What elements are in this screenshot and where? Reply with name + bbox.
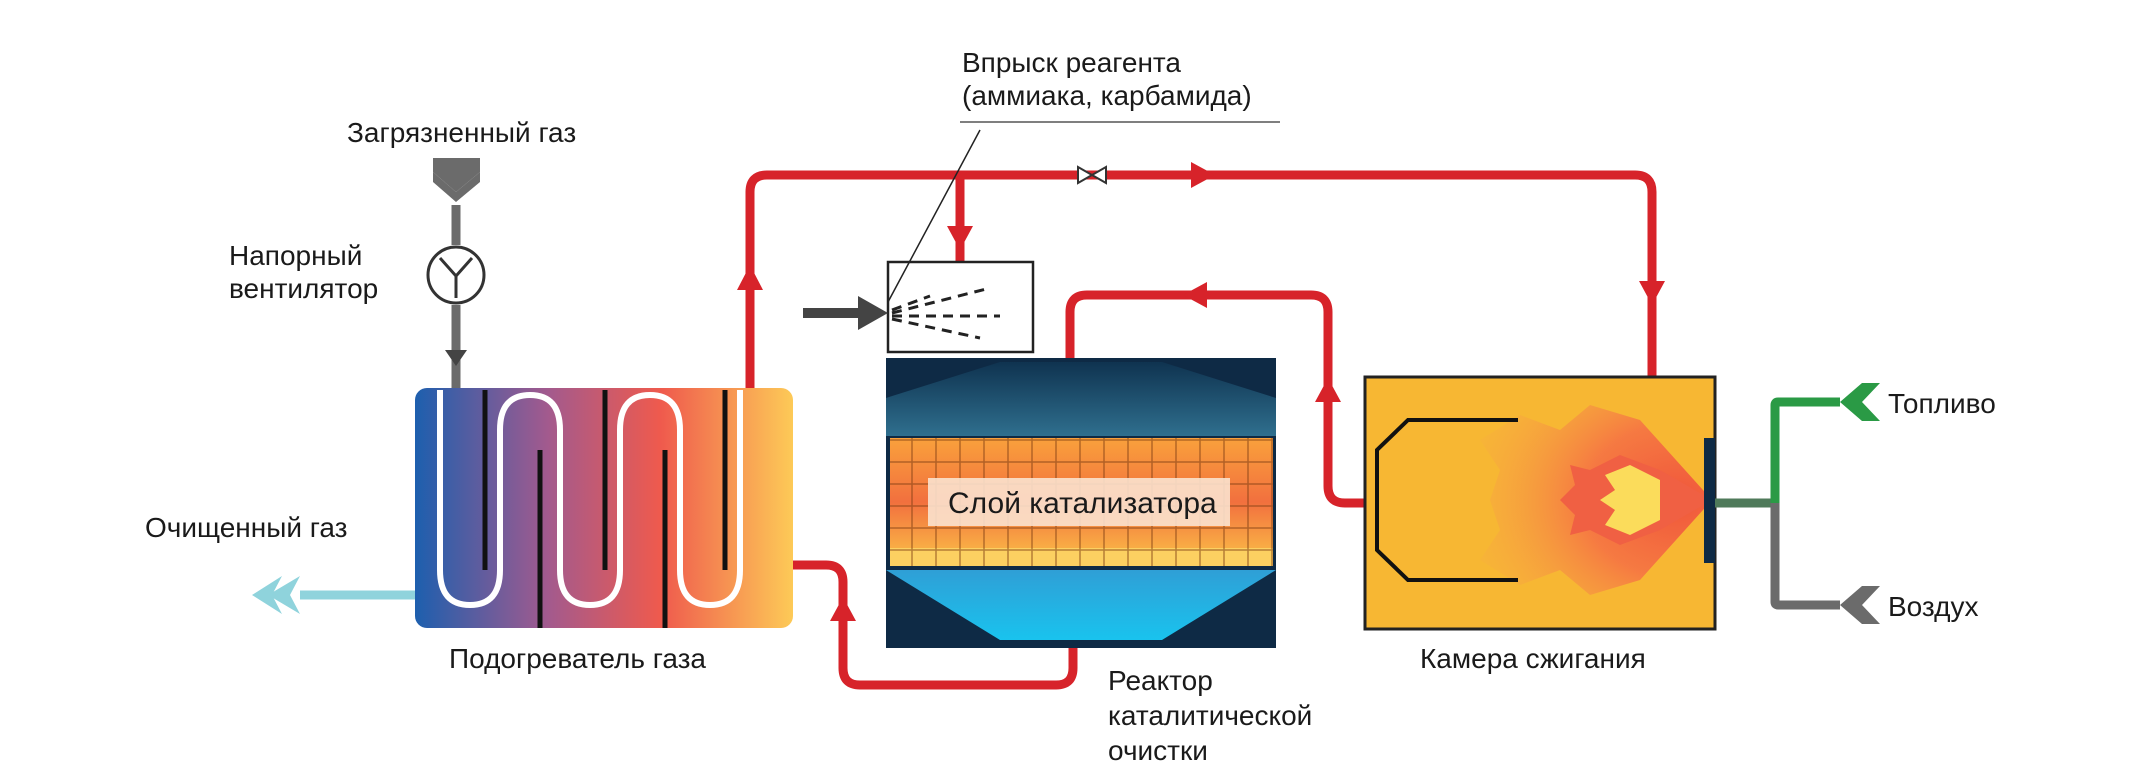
fuel-air-supply bbox=[1715, 383, 1880, 624]
catalyst-layer-label: Слой катализатора bbox=[948, 487, 1217, 520]
arrow-up-chamber-left bbox=[1315, 378, 1341, 402]
air-chevron-icon bbox=[1840, 586, 1880, 624]
polluted-gas-label: Загрязненный газ bbox=[347, 117, 576, 148]
fuel-label: Топливо bbox=[1888, 388, 1996, 419]
pipe-heater-to-reactor bbox=[788, 560, 1078, 690]
arrow-up-heater-reactor bbox=[830, 597, 856, 621]
reagent-injector bbox=[803, 121, 1280, 354]
combustion-chamber bbox=[1363, 375, 1717, 631]
heater-label: Подогреватель газа bbox=[449, 643, 706, 674]
arrow-right-top bbox=[1191, 162, 1215, 188]
clean-gas-outlet bbox=[252, 576, 415, 614]
clean-gas-label: Очищенный газ bbox=[145, 512, 347, 543]
chevron-down-icon bbox=[433, 158, 480, 192]
pipe-chamber-to-reactor bbox=[1065, 290, 1370, 508]
flow-arrows bbox=[737, 162, 1665, 621]
reagent-label-line2: (аммиака, карбамида) bbox=[962, 80, 1252, 111]
labels: Загрязненный газ Напорный вентилятор Очи… bbox=[145, 47, 1996, 766]
fuel-chevron-icon bbox=[1840, 383, 1880, 421]
pipe-heater-to-chamber bbox=[745, 170, 1657, 393]
fan-label-line1: Напорный bbox=[229, 240, 362, 271]
reactor-label-line3: очистки bbox=[1108, 735, 1208, 766]
air-label: Воздух bbox=[1888, 591, 1979, 622]
arrow-left-middle bbox=[1183, 282, 1207, 308]
arrow-up-heater bbox=[737, 265, 763, 290]
heater-coil bbox=[437, 390, 743, 609]
combustion-label: Камера сжигания bbox=[1420, 643, 1646, 674]
reagent-label-line1: Впрыск реагента bbox=[962, 47, 1181, 78]
fan-label-line2: вентилятор bbox=[229, 273, 378, 304]
reactor-label-line1: Реактор bbox=[1108, 665, 1213, 696]
valve-icon bbox=[1077, 165, 1107, 185]
chevron-left-icon bbox=[268, 576, 300, 614]
catalytic-reactor bbox=[886, 358, 1276, 648]
gas-heater bbox=[415, 388, 793, 628]
fan-icon bbox=[426, 245, 486, 305]
arrow-down-reagent bbox=[947, 226, 973, 250]
arrow-down-chamber bbox=[1639, 281, 1665, 305]
polluted-gas-inlet bbox=[433, 158, 480, 388]
reactor-label-line2: каталитической bbox=[1108, 700, 1312, 731]
